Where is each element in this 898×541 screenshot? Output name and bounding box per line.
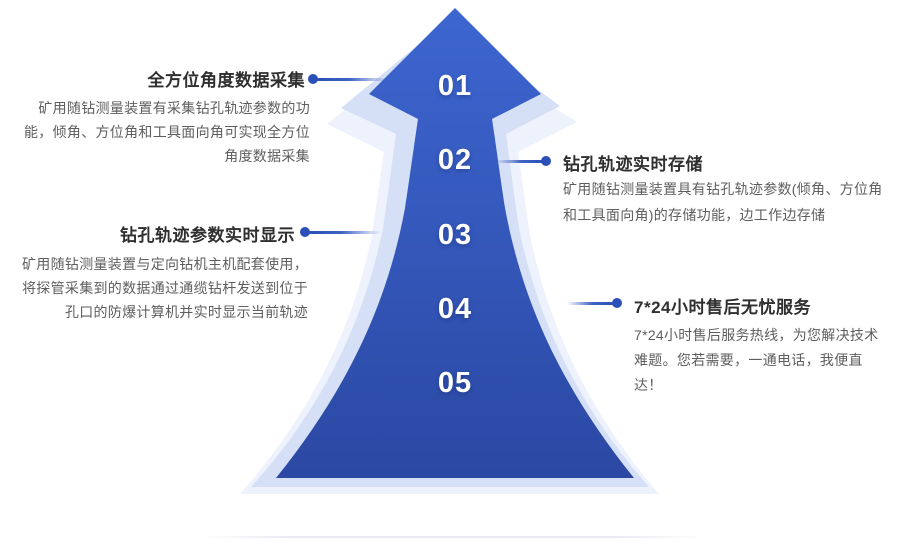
connector-item-2 [496, 156, 551, 166]
connector-line [317, 77, 389, 81]
connector-dot-icon [541, 156, 551, 166]
connector-dot-icon [300, 227, 310, 237]
connector-item-3 [300, 227, 382, 237]
bottom-divider [200, 536, 705, 538]
arrow-main-shape [276, 8, 634, 478]
feature-body-realtime-display: 矿用随钻测量装置与定向钻机主机配套使用，将探管采集到的数据通过通缆钻杆发送到位于… [22, 256, 308, 320]
connector-dot-icon [612, 298, 622, 308]
step-number-5: 05 [437, 367, 473, 399]
feature-title-after-sales-service: 7*24小时售后无忧服务 [634, 298, 811, 317]
connector-dot-icon [308, 74, 318, 84]
step-number-3: 03 [437, 219, 473, 251]
feature-title-angle-data-collection: 全方位角度数据采集 [147, 71, 305, 90]
connector-item-4 [566, 298, 622, 308]
step-number-2: 02 [437, 144, 473, 176]
connector-line [567, 301, 613, 305]
feature-body-after-sales-service: 7*24小时售后服务热线，为您解决技术难题。您若需要，一通电话，我便直达！ [634, 327, 879, 393]
feature-title-realtime-storage: 钻孔轨迹实时存储 [563, 155, 703, 174]
step-number-1: 01 [437, 70, 473, 102]
connector-line [309, 230, 381, 234]
connector-item-1 [308, 74, 390, 84]
feature-body-angle-data-collection: 矿用随钻测量装置有采集钻孔轨迹参数的功能，倾角、方位角和工具面向角可实现全方位角… [24, 100, 310, 164]
step-number-4: 04 [437, 293, 473, 325]
feature-title-realtime-display: 钻孔轨迹参数实时显示 [120, 226, 295, 245]
connector-line [496, 159, 542, 163]
feature-body-realtime-storage: 矿用随钻测量装置具有钻孔轨迹参数(倾角、方位角和工具面向角)的存储功能，边工作边… [563, 181, 883, 223]
